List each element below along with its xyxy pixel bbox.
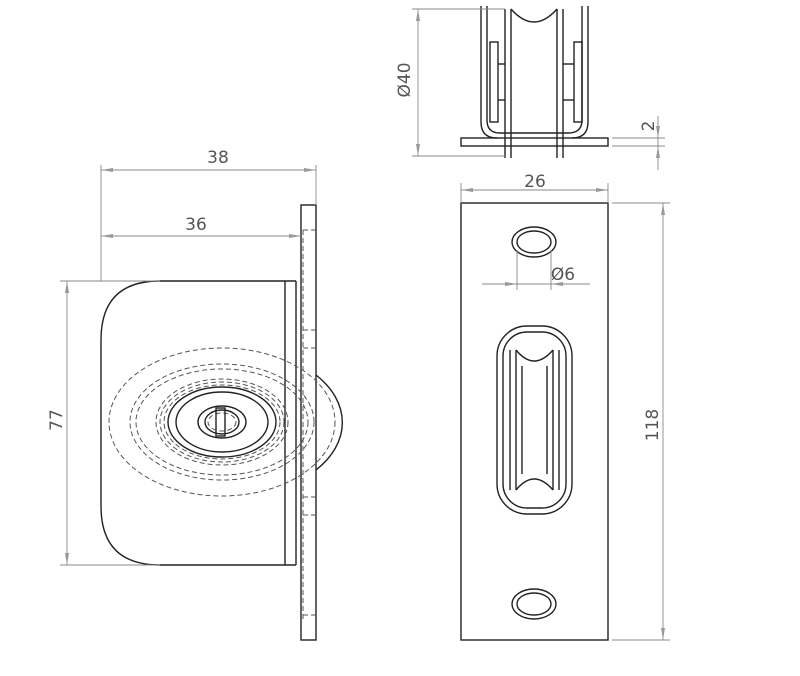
side-view	[100, 204, 344, 641]
dim-2: 2	[639, 121, 659, 132]
screw-hole-bottom	[511, 588, 557, 620]
wheel-edge	[315, 374, 344, 471]
dim-118: 118	[643, 409, 663, 441]
dim-77: 77	[47, 409, 67, 431]
wheel-groove-top	[510, 8, 558, 23]
wheel-slot	[496, 325, 573, 515]
bearing-inner	[175, 391, 269, 453]
top-dimensions: Ø40 2	[395, 8, 665, 170]
axle	[204, 409, 240, 435]
front-dimensions: 26 Ø6 118	[460, 172, 670, 641]
dimension-arrows	[65, 9, 665, 640]
wheel-groove-front	[515, 349, 554, 362]
screw-hole-top	[511, 226, 557, 258]
mounting-plate-side	[300, 204, 317, 641]
mounting-plate-top	[460, 137, 609, 147]
side-dimensions: 38 36 77	[47, 148, 317, 566]
dim-diameter-6: Ø6	[551, 265, 575, 285]
axle-slot	[215, 407, 226, 437]
dim-26: 26	[524, 172, 546, 192]
side-body-outline	[100, 280, 296, 566]
bearing-outer	[167, 386, 277, 458]
dim-diameter-40: Ø40	[395, 62, 415, 97]
top-view	[460, 6, 609, 158]
dim-38: 38	[207, 148, 229, 168]
mounting-plate-front	[460, 202, 609, 641]
dim-36: 36	[185, 215, 207, 235]
front-view	[460, 202, 609, 641]
wheel-outer-hidden	[108, 347, 336, 497]
